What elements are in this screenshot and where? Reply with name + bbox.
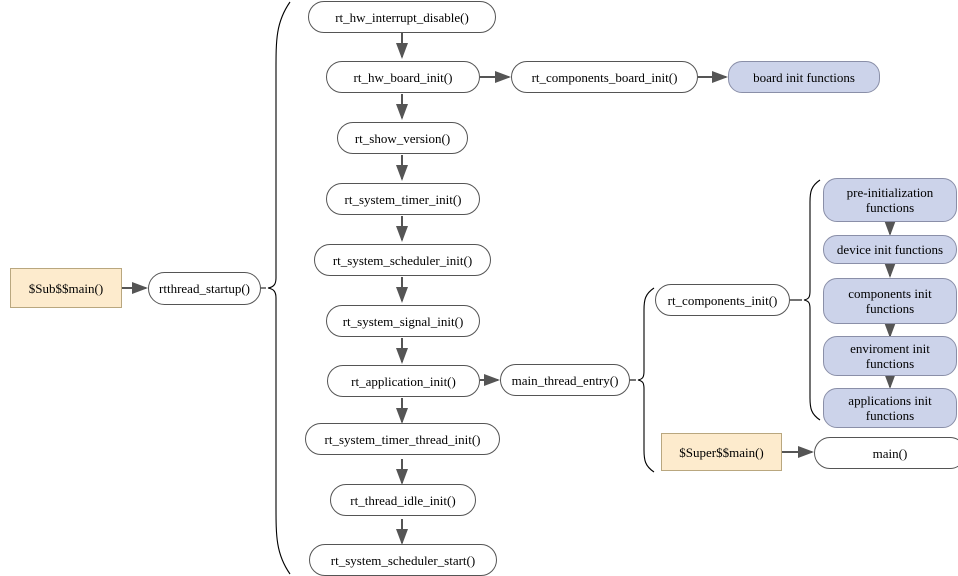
node-rt-system-scheduler-init[interactable]: rt_system_scheduler_init() bbox=[314, 244, 491, 276]
node-super-main[interactable]: $Super$$main() bbox=[661, 433, 782, 471]
brace-components-init bbox=[803, 179, 821, 421]
node-device-init-functions[interactable]: device init functions bbox=[823, 235, 957, 264]
brace-startup-sequence bbox=[267, 1, 291, 575]
node-applications-init-functions-label: applications init functions bbox=[848, 393, 932, 423]
brace-main-thread-entry bbox=[637, 287, 655, 473]
node-sub-main[interactable]: $Sub$$main() bbox=[10, 268, 122, 308]
node-sub-main-label: $Sub$$main() bbox=[28, 280, 104, 296]
node-rt-hw-interrupt-disable[interactable]: rt_hw_interrupt_disable() bbox=[308, 1, 496, 33]
node-rt-system-timer-init-label: rt_system_timer_init() bbox=[344, 191, 462, 207]
node-rt-application-init-label: rt_application_init() bbox=[351, 373, 456, 389]
node-board-init-functions[interactable]: board init functions bbox=[728, 61, 880, 93]
node-rt-system-timer-thread-init-label: rt_system_timer_thread_init() bbox=[324, 431, 481, 447]
node-main-thread-entry-label: main_thread_entry() bbox=[511, 372, 619, 388]
node-rt-system-scheduler-start[interactable]: rt_system_scheduler_start() bbox=[309, 544, 497, 576]
node-rt-components-init-label: rt_components_init() bbox=[667, 292, 778, 308]
node-rt-hw-interrupt-disable-label: rt_hw_interrupt_disable() bbox=[335, 9, 469, 25]
node-main-thread-entry[interactable]: main_thread_entry() bbox=[500, 364, 630, 396]
node-rt-show-version-label: rt_show_version() bbox=[354, 130, 451, 146]
node-rt-components-board-init-label: rt_components_board_init() bbox=[531, 69, 678, 85]
node-applications-init-functions[interactable]: applications init functions bbox=[823, 388, 957, 428]
node-super-main-label: $Super$$main() bbox=[679, 444, 764, 460]
node-rt-application-init[interactable]: rt_application_init() bbox=[327, 365, 480, 397]
node-rt-system-signal-init[interactable]: rt_system_signal_init() bbox=[326, 305, 480, 337]
node-board-init-functions-label: board init functions bbox=[753, 69, 855, 85]
node-rtthread-startup-label: rtthread_startup() bbox=[159, 281, 250, 296]
node-rt-system-signal-init-label: rt_system_signal_init() bbox=[342, 313, 464, 329]
node-rt-system-scheduler-start-label: rt_system_scheduler_start() bbox=[330, 552, 476, 568]
node-enviroment-init-functions[interactable]: enviroment init functions bbox=[823, 336, 957, 376]
node-rt-system-timer-thread-init[interactable]: rt_system_timer_thread_init() bbox=[305, 423, 500, 455]
node-rt-thread-idle-init[interactable]: rt_thread_idle_init() bbox=[330, 484, 476, 516]
node-rt-hw-board-init[interactable]: rt_hw_board_init() bbox=[326, 61, 480, 93]
node-main-label: main() bbox=[872, 445, 908, 461]
node-rt-system-scheduler-init-label: rt_system_scheduler_init() bbox=[332, 252, 473, 268]
node-rt-components-board-init[interactable]: rt_components_board_init() bbox=[511, 61, 698, 93]
node-main[interactable]: main() bbox=[814, 437, 958, 469]
node-rt-hw-board-init-label: rt_hw_board_init() bbox=[353, 69, 453, 85]
node-rt-show-version[interactable]: rt_show_version() bbox=[337, 122, 468, 154]
node-rtthread-startup[interactable]: rtthread_startup() bbox=[148, 272, 261, 305]
node-components-init-functions[interactable]: components init functions bbox=[823, 278, 957, 324]
node-rt-thread-idle-init-label: rt_thread_idle_init() bbox=[350, 492, 456, 508]
node-pre-initialization-functions-label: pre-initialization functions bbox=[846, 185, 934, 215]
node-pre-initialization-functions[interactable]: pre-initialization functions bbox=[823, 178, 957, 222]
node-rt-system-timer-init[interactable]: rt_system_timer_init() bbox=[326, 183, 480, 215]
node-device-init-functions-label: device init functions bbox=[836, 242, 944, 257]
node-enviroment-init-functions-label: enviroment init functions bbox=[850, 341, 930, 371]
node-components-init-functions-label: components init functions bbox=[848, 286, 932, 316]
node-rt-components-init[interactable]: rt_components_init() bbox=[655, 284, 790, 316]
